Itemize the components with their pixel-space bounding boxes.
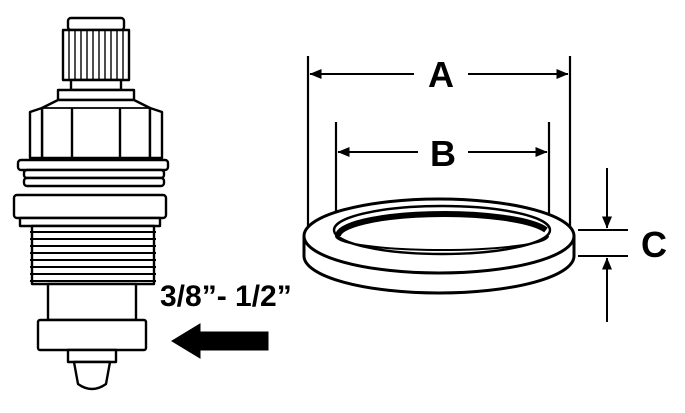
dimension-a-label: A — [428, 54, 454, 95]
dimension-b: B — [337, 133, 548, 174]
dimension-a: A — [309, 54, 569, 95]
dimension-c-label: C — [641, 224, 667, 265]
faucet-stem-illustration — [12, 16, 170, 391]
washer-ring — [302, 197, 576, 295]
washer-illustration — [302, 56, 576, 295]
stem-threads — [30, 224, 156, 286]
size-range-label: 3/8”- 1/2” — [160, 280, 292, 313]
size-arrow — [171, 323, 269, 359]
stem-hex-nut — [28, 98, 164, 160]
dimension-b-label: B — [430, 133, 456, 174]
stem-upper-collar — [12, 158, 170, 228]
stem-spline-top — [56, 16, 136, 102]
dimension-c: C — [578, 168, 667, 322]
stem-lower-body — [36, 282, 148, 391]
